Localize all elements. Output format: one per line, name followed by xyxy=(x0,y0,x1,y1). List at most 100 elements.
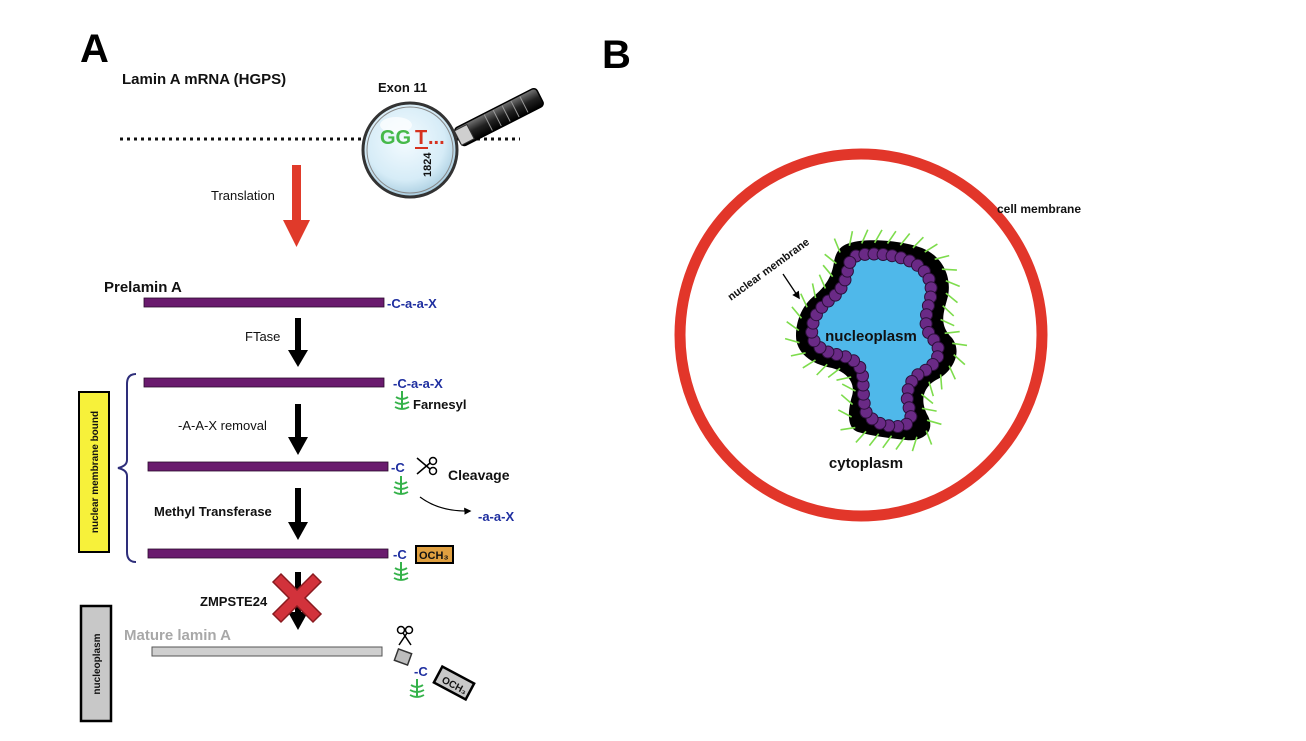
membrane-spike xyxy=(940,318,955,327)
nucleoplasm-label: nucleoplasm xyxy=(825,328,917,345)
membrane-spike xyxy=(941,268,957,271)
aax-product: -a-a-X xyxy=(478,509,514,524)
cleavage-product-arrow xyxy=(419,496,472,515)
mature-label: Mature lamin A xyxy=(124,627,231,644)
membrane-spike xyxy=(811,283,817,299)
nuclear-membrane-pointer xyxy=(782,273,800,300)
caax-1: -C-a-a-X xyxy=(387,296,437,311)
membrane-spike xyxy=(882,435,893,449)
farnesyl-icon xyxy=(394,391,410,410)
panel-b: B cell membrane nucleoplasm nuclear memb… xyxy=(602,33,1081,522)
lamin-dots xyxy=(805,247,945,433)
membrane-spike xyxy=(939,374,943,390)
och3-label-4: OCH₃ xyxy=(419,550,449,562)
membrane-spike xyxy=(899,232,911,246)
translation-label: Translation xyxy=(211,188,275,203)
membrane-spike xyxy=(868,433,880,447)
cell-membrane xyxy=(674,148,1048,522)
exon-label: Exon 11 xyxy=(378,80,427,95)
membrane-spike xyxy=(816,363,828,376)
membrane-spike xyxy=(855,430,867,443)
farnesyl-label: Farnesyl xyxy=(413,397,466,412)
membrane-spike xyxy=(833,238,841,253)
membrane-spike xyxy=(945,292,959,304)
ftase-arrow xyxy=(288,318,308,367)
membrane-spike xyxy=(924,243,938,253)
cleaved-fragment xyxy=(393,648,413,666)
prelamin-label: Prelamin A xyxy=(104,279,182,296)
membrane-spike xyxy=(841,383,856,392)
membrane-spike xyxy=(800,293,808,308)
membrane-spike xyxy=(953,354,966,366)
scissors-icon-5 xyxy=(396,625,414,646)
membrane-spike xyxy=(786,321,800,332)
membrane-spike xyxy=(928,381,935,397)
membrane-spike xyxy=(934,254,950,261)
membrane-spike xyxy=(886,230,897,244)
position-label: 1824 xyxy=(422,152,434,177)
membrane-spike xyxy=(952,342,968,347)
membrane-bound-box xyxy=(78,391,110,553)
membrane-spike xyxy=(827,367,841,379)
magnifier-icon xyxy=(361,87,544,199)
aax-removal-label: -A-A-X removal xyxy=(178,418,267,433)
methyl-arrow xyxy=(288,488,308,540)
seq-dots: ... xyxy=(428,127,445,149)
cell-membrane-label: cell membrane xyxy=(997,202,1081,216)
ftase-label: FTase xyxy=(245,329,280,344)
nucleoplasm-box xyxy=(79,604,113,723)
methyl-label: Methyl Transferase xyxy=(154,504,272,519)
lamin-dot xyxy=(843,255,857,269)
farnesyl-icon-4 xyxy=(393,562,409,581)
membrane-spike xyxy=(822,264,834,278)
membrane-spike xyxy=(948,365,957,380)
membrane-spike xyxy=(921,407,937,412)
farnesyl-icon-3 xyxy=(393,476,409,495)
panel-b-label: B xyxy=(602,33,631,77)
membrane-spike xyxy=(824,253,837,265)
cleavage-label: Cleavage xyxy=(448,467,510,483)
membrane-spike xyxy=(945,280,960,288)
membrane-spike xyxy=(911,436,918,452)
cytoplasm-label: cytoplasm xyxy=(829,455,903,472)
seq-gg: GG xyxy=(380,127,411,149)
och3-box-4 xyxy=(415,545,454,564)
translation-arrow xyxy=(283,165,310,247)
membrane-spike xyxy=(790,352,806,357)
membrane-spike xyxy=(920,393,934,405)
membrane-spike xyxy=(840,426,856,431)
membrane-spikes xyxy=(784,229,968,452)
caax-2: -C-a-a-X xyxy=(393,376,443,391)
c-label-4: -C xyxy=(393,547,407,562)
membrane-spike xyxy=(895,436,906,450)
membrane-bracket xyxy=(117,373,137,563)
membrane-spike xyxy=(836,376,852,381)
membrane-spike xyxy=(873,229,883,244)
membrane-spike xyxy=(925,430,933,445)
membrane-bound-label: nuclear membrane bound xyxy=(90,411,101,533)
c-label-3: -C xyxy=(391,460,405,475)
blocked-x-icon xyxy=(271,572,323,624)
farnesylated-bar xyxy=(143,377,385,388)
methylated-bar xyxy=(147,548,389,559)
seq-t: T xyxy=(415,127,427,149)
membrane-spike xyxy=(944,330,960,335)
mrna-title: Lamin A mRNA (HGPS) xyxy=(122,71,286,88)
membrane-spike xyxy=(912,236,924,249)
aax-removal-arrow xyxy=(288,404,308,455)
prelamin-bar xyxy=(143,297,385,308)
membrane-spike xyxy=(791,306,803,319)
membrane-spike xyxy=(784,337,800,344)
membrane-spike xyxy=(860,229,869,244)
c-label-5: -C xyxy=(414,664,428,679)
membrane-spike xyxy=(848,231,854,247)
zmpste-label: ZMPSTE24 xyxy=(200,594,268,609)
membrane-spike xyxy=(942,305,955,317)
membrane-spike xyxy=(818,274,827,289)
nuclear-membrane-label: nuclear membrane xyxy=(726,236,812,303)
scissors-icon xyxy=(416,456,438,476)
membrane-spike xyxy=(837,409,852,418)
och3-tag-5 xyxy=(432,664,476,702)
nucleoplasm-box-label: nucleoplasm xyxy=(92,633,103,694)
panel-a-label: A xyxy=(80,27,109,71)
